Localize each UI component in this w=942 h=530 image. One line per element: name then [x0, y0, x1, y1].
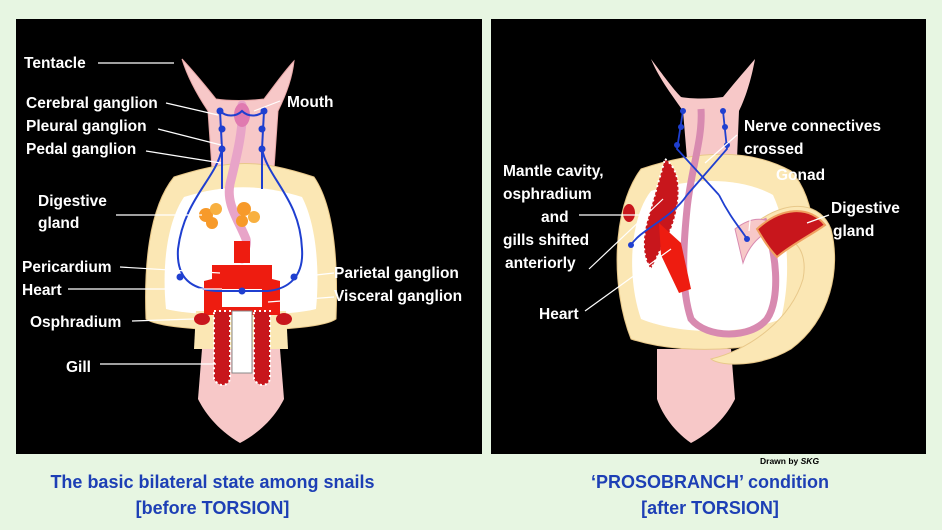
label-mantle-line4: gills shifted	[503, 232, 589, 249]
buccal-mass	[234, 103, 250, 127]
leader-mouth	[253, 100, 281, 112]
label-mantle-line1: Mantle cavity,	[503, 163, 604, 180]
leader-digestive	[806, 214, 830, 224]
leader-pedal	[145, 150, 222, 164]
label-pedal-ganglion: Pedal ganglion	[26, 141, 136, 158]
leader-nerve-connectives	[704, 134, 738, 164]
label-digestive-gland-line2: gland	[38, 215, 79, 232]
leader-pleural	[157, 128, 222, 146]
label-cerebral-ganglion: Cerebral ganglion	[26, 95, 158, 112]
caption-right-line1: ‘PROSOBRANCH’ condition	[591, 472, 829, 492]
diagram-panel-before-torsion: Tentacle Cerebral ganglion Pleural gangl…	[16, 19, 482, 454]
credit-prefix: Drawn by	[760, 456, 799, 466]
leader-parietal	[297, 272, 335, 278]
ganglia	[628, 108, 750, 248]
label-mouth: Mouth	[287, 94, 333, 111]
ganglia	[176, 107, 298, 295]
label-nerve-connectives-line1: Nerve connectives	[744, 118, 881, 135]
label-parietal-ganglion: Parietal ganglion	[334, 265, 459, 282]
label-gill: Gill	[66, 359, 91, 376]
label-visceral-ganglion: Visceral ganglion	[334, 288, 462, 305]
heart	[659, 223, 691, 293]
credit-author: SKG	[800, 456, 820, 466]
leader-cerebral	[165, 102, 219, 116]
label-mantle-line5: anteriorly	[505, 255, 576, 272]
label-gonad: Gonad	[776, 167, 825, 184]
leader-osphradium	[131, 318, 195, 322]
label-heart: Heart	[22, 282, 62, 299]
label-mantle-line2: osphradium	[503, 186, 592, 203]
label-pericardium: Pericardium	[22, 259, 112, 276]
label-digestive-gland-line1: Digestive	[831, 200, 900, 217]
gut	[680, 108, 780, 338]
prosobranch-snail-diagram: Nerve connectives crossed Gonad Digestiv…	[503, 59, 900, 443]
label-mantle-line3: and	[541, 209, 569, 226]
author-credit: Drawn by SKG	[760, 456, 819, 466]
diagram-panel-after-torsion: Nerve connectives crossed Gonad Digestiv…	[491, 19, 926, 454]
label-pleural-ganglion: Pleural ganglion	[26, 118, 147, 135]
bilateral-snail-diagram: Tentacle Cerebral ganglion Pleural gangl…	[22, 55, 462, 443]
caption-left-line1: The basic bilateral state among snails	[50, 472, 375, 492]
leader-gills	[588, 198, 664, 270]
osphradia	[194, 313, 292, 325]
leader-visceral	[267, 296, 335, 303]
caption-after-torsion: ‘PROSOBRANCH’ condition [after TORSION]	[540, 469, 880, 521]
crossed-nerve-connectives	[630, 110, 748, 246]
gill-shifted	[643, 157, 680, 271]
leader-pericardium	[119, 266, 221, 274]
gills	[213, 310, 271, 386]
label-tentacle: Tentacle	[24, 55, 86, 72]
digestive-gland	[199, 202, 260, 229]
visceral-coil	[709, 205, 836, 365]
foot	[657, 349, 735, 443]
label-digestive-gland-line1: Digestive	[38, 193, 107, 210]
caption-right-line2: [after TORSION]	[641, 498, 779, 518]
leader-gonad	[748, 188, 754, 232]
label-heart: Heart	[539, 306, 579, 323]
label-digestive-gland-line2: gland	[833, 223, 874, 240]
caption-before-torsion: The basic bilateral state among snails […	[20, 469, 405, 521]
osphradium	[623, 204, 635, 222]
label-osphradium: Osphradium	[30, 314, 121, 331]
label-nerve-connectives-line2: crossed	[744, 141, 803, 158]
caption-left-line2: [before TORSION]	[135, 498, 290, 518]
leader-heart	[584, 248, 672, 312]
